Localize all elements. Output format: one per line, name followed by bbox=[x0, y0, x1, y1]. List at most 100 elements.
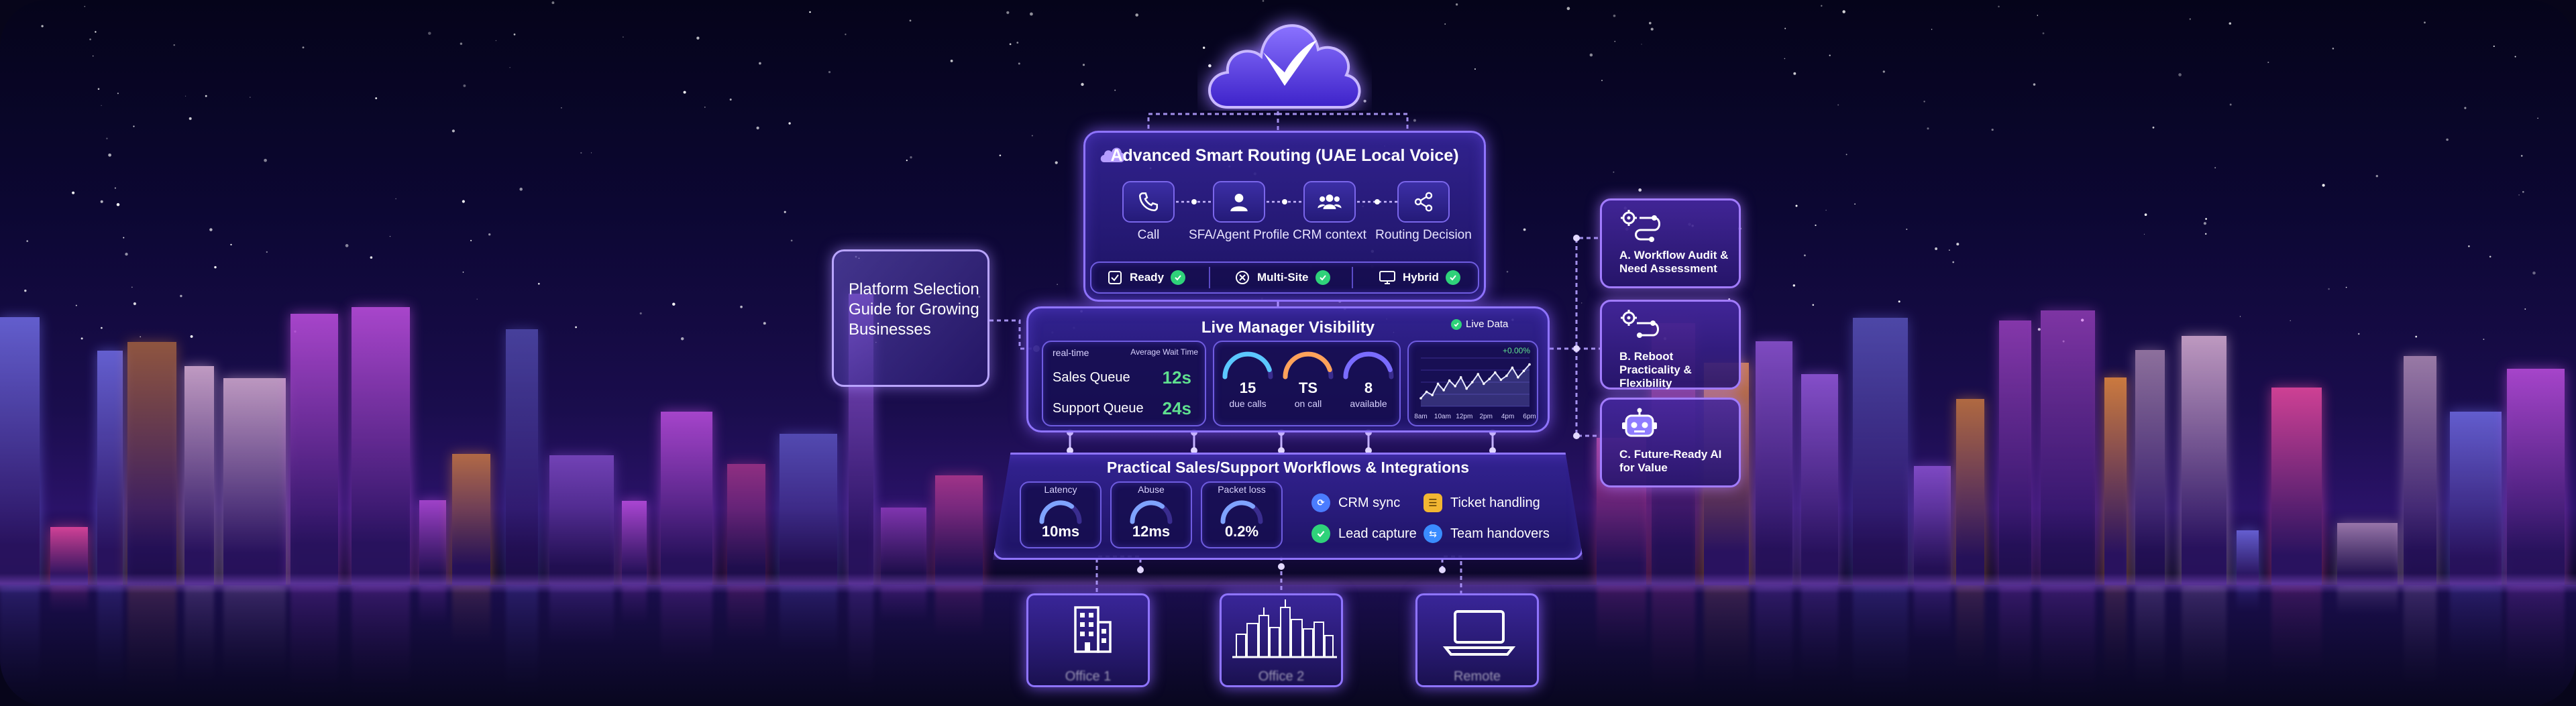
star bbox=[2357, 333, 2360, 335]
star bbox=[1784, 58, 1786, 60]
trend-badge: +0.00% bbox=[1502, 346, 1530, 355]
star bbox=[2524, 308, 2526, 310]
star bbox=[1948, 249, 1950, 251]
agent-value: 8 bbox=[1364, 379, 1373, 396]
star bbox=[266, 251, 268, 253]
star bbox=[575, 326, 577, 329]
queue-card: real-time Average Wait Time Sales Queue … bbox=[1042, 341, 1206, 426]
skyline-building bbox=[419, 499, 447, 585]
star bbox=[460, 42, 463, 45]
star bbox=[95, 31, 97, 33]
star bbox=[462, 272, 464, 273]
agent-gauge-arc bbox=[1343, 351, 1393, 379]
star bbox=[756, 126, 759, 130]
star bbox=[1898, 300, 1900, 303]
star bbox=[2522, 190, 2524, 193]
skyline-building bbox=[881, 507, 927, 585]
star bbox=[1030, 12, 1033, 16]
star bbox=[140, 336, 142, 338]
star bbox=[1650, 27, 1654, 31]
skyline-building bbox=[2403, 355, 2437, 585]
star bbox=[123, 237, 125, 239]
star bbox=[2468, 245, 2470, 247]
side-card-future-ai: C. Future-Ready AI for Value bbox=[1600, 398, 1741, 487]
star bbox=[428, 32, 431, 35]
integration-lead-capture: Lead capture bbox=[1311, 524, 1417, 543]
star bbox=[2152, 126, 2155, 129]
crm-context-icon bbox=[1303, 181, 1356, 223]
status-ready: Ready bbox=[1107, 263, 1186, 292]
star bbox=[209, 228, 213, 231]
skyline-building bbox=[549, 455, 614, 585]
star bbox=[2033, 83, 2036, 86]
star bbox=[2532, 271, 2536, 275]
star bbox=[1837, 104, 1839, 106]
side-card-label: A. Workflow Audit & Need Assessment bbox=[1619, 249, 1729, 275]
star bbox=[1601, 80, 1603, 81]
agent-label: available bbox=[1350, 398, 1387, 409]
star bbox=[680, 337, 684, 341]
agent-label: on call bbox=[1294, 398, 1322, 409]
star bbox=[1854, 203, 1856, 205]
star bbox=[2446, 138, 2449, 141]
star bbox=[1906, 228, 1908, 231]
star bbox=[1923, 101, 1925, 103]
star bbox=[999, 154, 1002, 157]
skyline-building bbox=[1955, 398, 1984, 585]
agent-label: due calls bbox=[1229, 398, 1267, 409]
visibility-panel: Live Manager Visibility Live Data real-t… bbox=[1026, 306, 1550, 432]
star bbox=[1825, 209, 1827, 211]
trend-point bbox=[1499, 378, 1503, 381]
star bbox=[1474, 68, 1476, 70]
metric-gauge-arc bbox=[1220, 500, 1255, 524]
star bbox=[1363, 99, 1366, 103]
skyline-building bbox=[290, 314, 339, 585]
star bbox=[2205, 218, 2207, 220]
star bbox=[683, 91, 686, 94]
star bbox=[623, 36, 624, 38]
star bbox=[451, 129, 455, 133]
metric-card-packetloss bbox=[1201, 481, 1283, 548]
star bbox=[2537, 117, 2538, 119]
star bbox=[1815, 224, 1817, 227]
star bbox=[1566, 7, 1570, 11]
star bbox=[784, 211, 786, 213]
status-divider bbox=[1352, 267, 1353, 288]
skyline-building bbox=[2104, 377, 2127, 585]
star bbox=[2483, 339, 2485, 341]
trend-point bbox=[1442, 389, 1445, 392]
trend-point bbox=[1425, 390, 1428, 394]
skyline-building bbox=[451, 454, 490, 585]
integration-label: CRM sync bbox=[1338, 495, 1401, 510]
trend-x-label: 4pm bbox=[1501, 413, 1514, 420]
star bbox=[1795, 204, 1798, 207]
star bbox=[117, 93, 119, 95]
routing-title: Advanced Smart Routing (UAE Local Voice) bbox=[1110, 146, 1459, 165]
star bbox=[2322, 184, 2325, 187]
metric-value: 12ms bbox=[1132, 523, 1171, 540]
skyline-building bbox=[352, 307, 410, 585]
status-hybrid: Hybrid bbox=[1379, 263, 1460, 292]
star bbox=[537, 282, 540, 285]
metric-label: Packet loss bbox=[1218, 484, 1266, 495]
trend-point bbox=[1483, 382, 1485, 386]
star bbox=[1114, 89, 1116, 91]
skyline-building bbox=[2182, 336, 2227, 585]
star bbox=[2229, 103, 2232, 106]
side-card-label: C. Future-Ready AI for Value bbox=[1619, 448, 1722, 474]
star bbox=[2345, 286, 2347, 288]
skyline-building bbox=[2135, 350, 2165, 585]
star bbox=[97, 88, 100, 90]
check-icon bbox=[1171, 270, 1186, 285]
trend-line bbox=[1420, 363, 1530, 399]
star bbox=[2518, 194, 2520, 196]
star bbox=[1589, 53, 1593, 57]
star bbox=[2037, 15, 2039, 16]
star bbox=[590, 152, 592, 154]
handover-icon: ⇆ bbox=[1424, 524, 1442, 543]
queue-name-sales: Sales Queue bbox=[1053, 370, 1130, 385]
star bbox=[2267, 61, 2269, 64]
star bbox=[2332, 48, 2334, 50]
star bbox=[1638, 188, 1642, 192]
